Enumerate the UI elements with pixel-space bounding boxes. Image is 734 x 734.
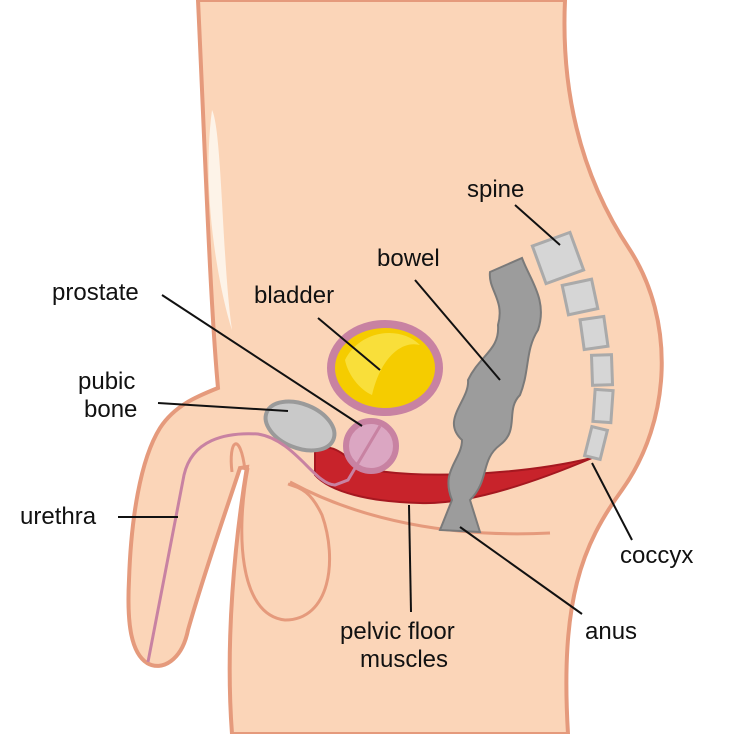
label-bladder: bladder xyxy=(254,282,334,309)
highlight xyxy=(208,110,232,330)
bladder-leader-line xyxy=(317,317,381,371)
bowel-shape xyxy=(438,256,542,534)
label-pubic: pubic xyxy=(78,368,135,395)
penis-shaft-line xyxy=(229,442,247,473)
label-spine: spine xyxy=(467,176,524,203)
prostate-leader-line xyxy=(161,294,363,427)
label-bowel: bowel xyxy=(377,245,440,272)
spine-vertebrae xyxy=(530,230,615,462)
label-muscles: muscles xyxy=(360,646,448,673)
bowel-leader-line xyxy=(414,279,501,381)
coccyx-leader-line xyxy=(591,462,633,541)
prostate-shape xyxy=(343,418,399,474)
label-prostate: prostate xyxy=(52,279,139,306)
pubic-bone-leader-line xyxy=(157,402,289,412)
spine-leader-line xyxy=(514,204,561,246)
label-urethra: urethra xyxy=(20,503,97,530)
anus-leader-line xyxy=(459,526,583,615)
scrotum-outline xyxy=(240,467,332,622)
label-anus: anus xyxy=(585,618,637,645)
label-bone: bone xyxy=(84,396,137,423)
label-pelvic-floor: pelvic floor xyxy=(340,618,455,645)
pubic-bone-shape xyxy=(263,399,337,453)
label-coccyx: coccyx xyxy=(620,542,693,569)
urethra-tube xyxy=(146,425,382,663)
pelvic-floor-leader-line xyxy=(408,504,412,613)
bladder-shading xyxy=(345,333,420,395)
